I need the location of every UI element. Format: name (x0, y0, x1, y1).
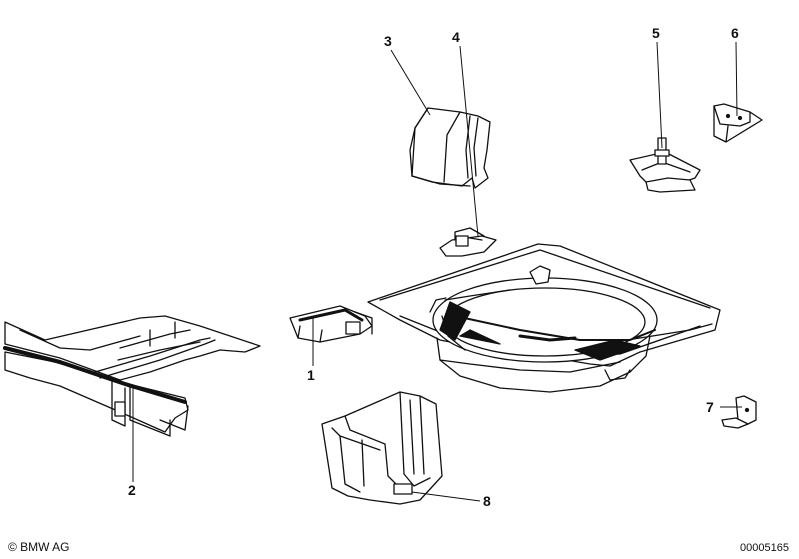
diagram-id: 00005165 (740, 542, 789, 554)
callout-1: 1 (307, 367, 315, 383)
callout-4: 4 (452, 29, 460, 45)
stud-bracket-part (629, 137, 701, 193)
spare-wheel-tray-part (367, 243, 721, 393)
angle-bracket-part (713, 103, 763, 143)
small-angle-part (721, 395, 757, 429)
copyright-notice: © BMW AG (8, 540, 70, 554)
callout-3: 3 (384, 33, 392, 49)
callout-8: 8 (483, 493, 491, 509)
callout-labels: 1 2 3 4 5 6 7 8 (128, 25, 739, 509)
mounting-clip-part (439, 227, 497, 257)
u-support-part (321, 391, 443, 505)
callout-2: 2 (128, 482, 136, 498)
floor-rail-part (3, 315, 261, 437)
clip-bracket-part (289, 305, 373, 343)
callout-5: 5 (652, 25, 660, 41)
leader-lines (132, 41, 742, 502)
callout-7: 7 (706, 399, 714, 415)
callout-6: 6 (731, 25, 739, 41)
cover-cap-part (409, 107, 491, 189)
